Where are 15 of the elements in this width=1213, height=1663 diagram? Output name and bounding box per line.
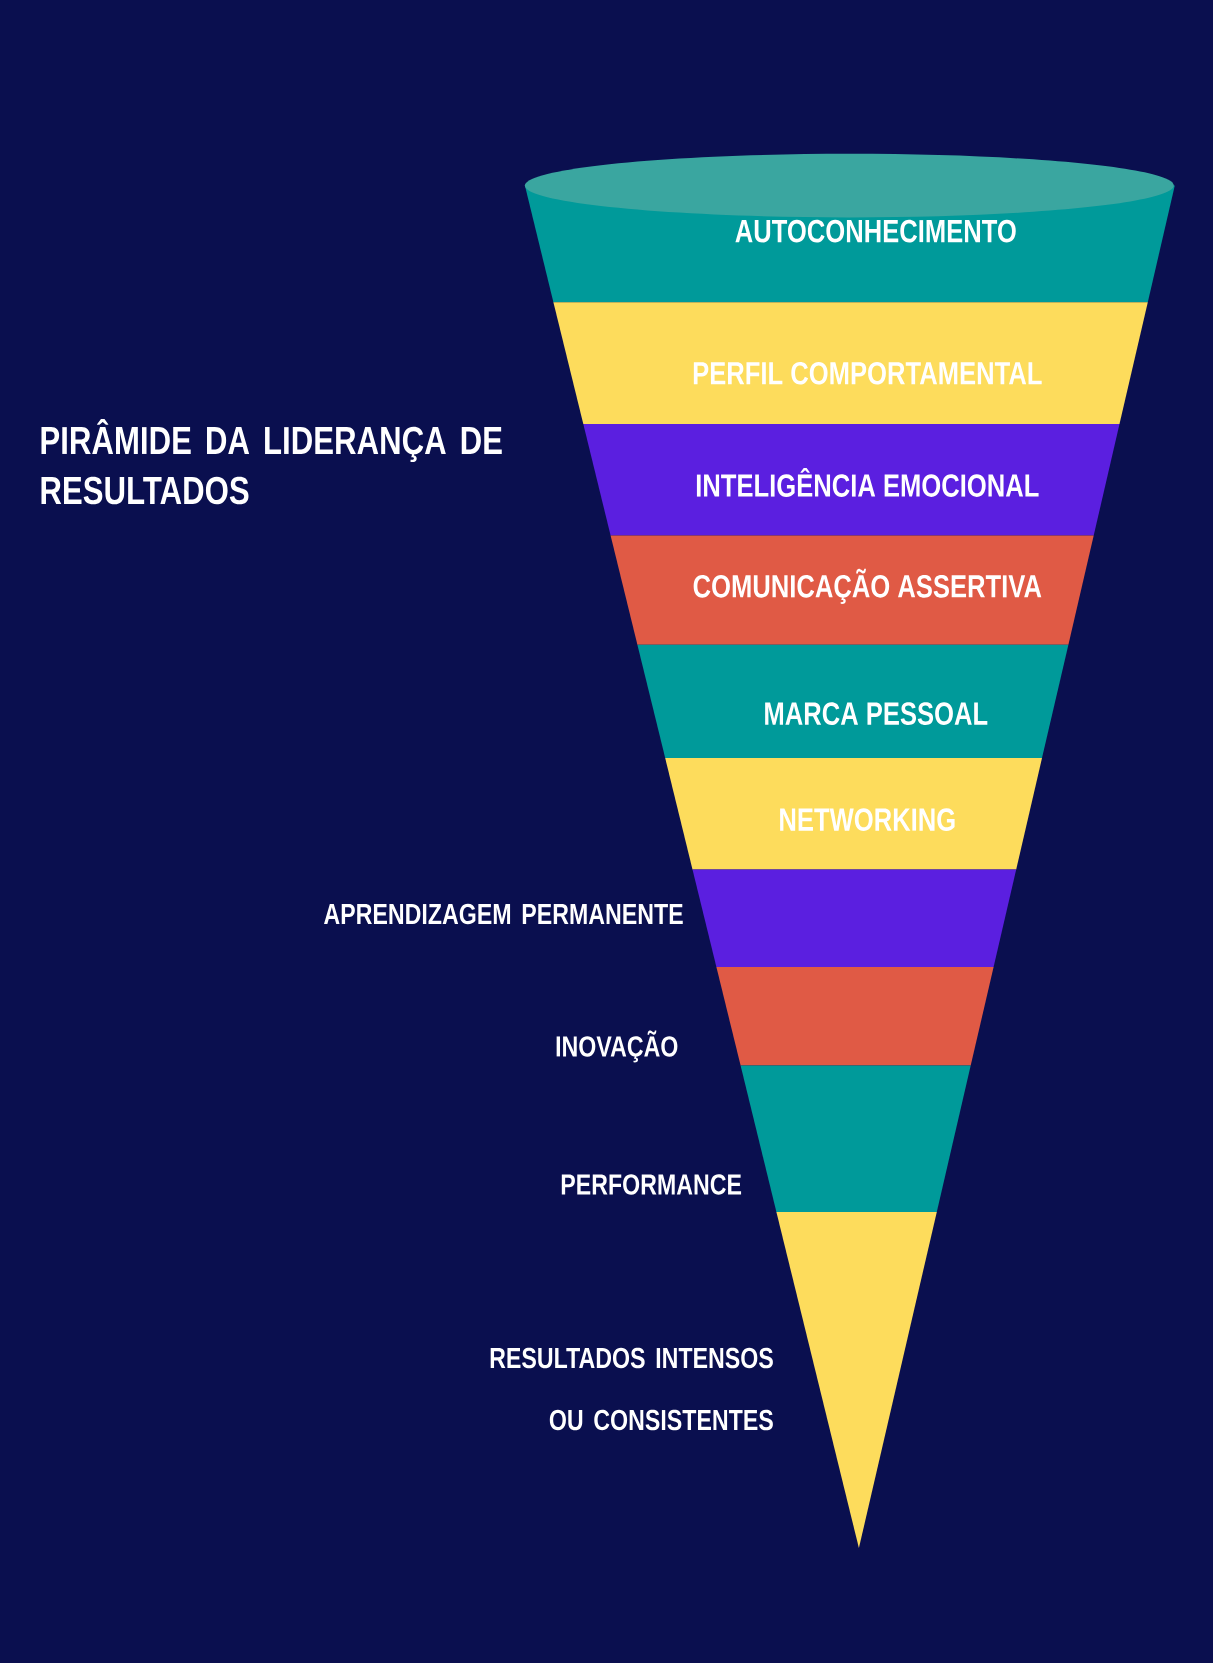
band: AUTOCONHECIMENTO bbox=[524, 153, 1175, 303]
band: MARCA PESSOAL bbox=[637, 644, 1069, 759]
band-label: INOVAÇÃO bbox=[556, 1030, 678, 1063]
band bbox=[740, 1065, 971, 1212]
band: NETWORKING bbox=[665, 758, 1042, 870]
band-label: RESULTADOS INTENSOS OU CONSISTENTES bbox=[490, 1347, 773, 1431]
band bbox=[776, 1211, 937, 1549]
band bbox=[692, 869, 1017, 967]
title: PIRÂMIDE DA LIDERANÇA DE RESULTADOS bbox=[41, 419, 502, 505]
band: INTELIGÊNCIA EMOCIONAL bbox=[583, 424, 1120, 536]
band: COMUNICAÇÃO ASSERTIVA bbox=[610, 535, 1094, 645]
band bbox=[716, 967, 994, 1066]
band-label: PERFORMANCE bbox=[561, 1174, 742, 1195]
band: PERFIL COMPORTAMENTAL bbox=[553, 302, 1148, 425]
band-label: APRENDIZAGEM PERMANENTE bbox=[324, 903, 683, 925]
